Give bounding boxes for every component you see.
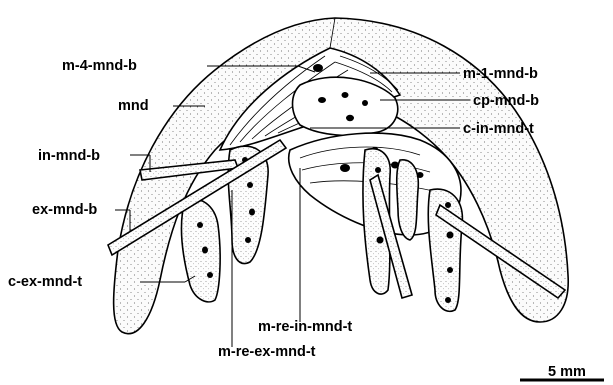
label-in-mnd-b: in-mnd-b xyxy=(38,148,100,164)
label-m-re-in-mnd-t: m-re-in-mnd-t xyxy=(258,319,352,335)
scale-bar-label: 5 mm xyxy=(548,364,586,380)
label-cp-mnd-b: cp-mnd-b xyxy=(473,93,539,109)
label-m-4-mnd-b: m-4-mnd-b xyxy=(62,58,137,74)
label-c-in-mnd-t: c-in-mnd-t xyxy=(463,121,534,137)
label-m-1-mnd-b: m-1-mnd-b xyxy=(463,66,538,82)
label-ex-mnd-b: ex-mnd-b xyxy=(32,202,97,218)
scale-bar: 5 mm xyxy=(520,364,604,380)
label-c-ex-mnd-t: c-ex-mnd-t xyxy=(8,274,82,290)
label-m-re-ex-mnd-t: m-re-ex-mnd-t xyxy=(218,344,316,360)
label-mnd: mnd xyxy=(118,98,149,114)
